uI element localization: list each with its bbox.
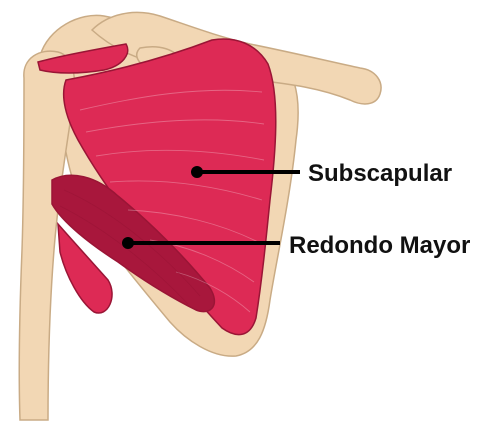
callout-subscapular: Subscapular [191, 160, 452, 187]
teres-major-lower-muscle [57, 221, 113, 314]
label-subscapular: Subscapular [308, 160, 452, 187]
subscapularis-tendon [37, 43, 129, 74]
callout-redondo-mayor: Redondo Mayor [122, 232, 470, 259]
label-redondo-mayor: Redondo Mayor [289, 232, 470, 259]
subscapularis-muscle [62, 38, 277, 336]
